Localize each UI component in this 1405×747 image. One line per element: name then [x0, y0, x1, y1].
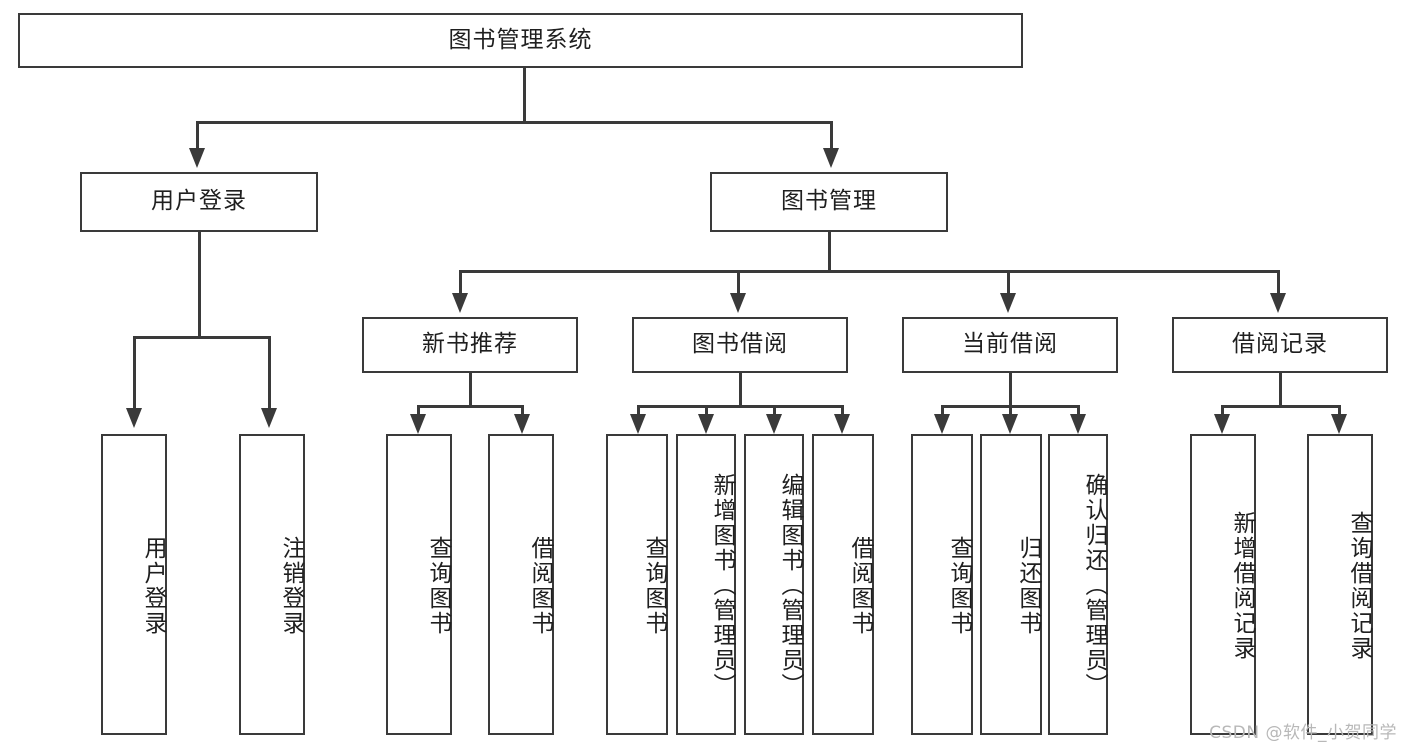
arrow-to-leaf-borrow-book-bb: [834, 414, 850, 434]
arrow-to-book-manage: [823, 148, 839, 168]
leaf-borrow-book[interactable]: 借阅图书: [812, 434, 874, 735]
node-label: 借阅记录: [1232, 331, 1328, 358]
leaf-edit-book-admin[interactable]: 编辑图书（管理员）: [744, 434, 804, 735]
arrow-to-leaf-add-record: [1214, 414, 1230, 434]
edge-root-stem: [523, 68, 526, 121]
edge-br-stem: [1279, 373, 1282, 405]
node-label: 查询借阅记录: [1346, 510, 1372, 661]
leaf-query-book-recommend[interactable]: 查询图书: [386, 434, 452, 735]
edge-cb-stem: [1009, 373, 1012, 405]
node-label: 新增借阅记录: [1229, 510, 1255, 661]
edge-bm-to-book-borrow: [737, 270, 740, 295]
edge-br-to-leaf-2: [1338, 405, 1341, 419]
edge-cb-to-leaf-3: [1077, 405, 1080, 419]
leaf-user-login[interactable]: 用户登录: [101, 434, 167, 735]
edge-root-to-user-login: [196, 121, 199, 150]
edge-book-manage-bus: [459, 270, 1280, 273]
edge-user-login-to-leaf-2: [268, 336, 271, 410]
node-new-book-recommend[interactable]: 新书推荐: [362, 317, 578, 373]
arrow-to-leaf-confirm-return: [1070, 414, 1086, 434]
node-label: 编辑图书（管理员）: [777, 473, 803, 698]
leaf-query-book-current[interactable]: 查询图书: [911, 434, 973, 735]
edge-bm-to-new-book: [459, 270, 462, 295]
node-user-login[interactable]: 用户登录: [80, 172, 318, 232]
node-label: 查询图书: [641, 535, 667, 636]
leaf-borrow-book-recommend[interactable]: 借阅图书: [488, 434, 554, 735]
node-label: 查询图书: [425, 535, 451, 636]
node-root-system[interactable]: 图书管理系统: [18, 13, 1023, 68]
arrow-to-current-borrow: [1000, 293, 1016, 313]
edge-user-login-bus: [133, 336, 270, 339]
arrow-to-leaf-edit-book: [766, 414, 782, 434]
leaf-query-book-borrow[interactable]: 查询图书: [606, 434, 668, 735]
edge-bb-to-leaf-3: [773, 405, 776, 419]
edge-cb-to-leaf-2: [1009, 405, 1012, 419]
edge-bb-to-leaf-1: [637, 405, 640, 419]
leaf-logout[interactable]: 注销登录: [239, 434, 305, 735]
edge-bm-to-borrow-records: [1277, 270, 1280, 295]
edge-bb-bus: [637, 405, 844, 408]
node-book-management[interactable]: 图书管理: [710, 172, 948, 232]
arrow-to-leaf-logout: [261, 408, 277, 428]
node-label: 确认归还（管理员）: [1081, 473, 1107, 698]
arrow-to-leaf-borrow-book-nbr: [514, 414, 530, 434]
node-label: 用户登录: [151, 188, 247, 215]
edge-root-to-book-manage: [830, 121, 833, 150]
node-book-borrow[interactable]: 图书借阅: [632, 317, 848, 373]
edge-nbr-stem: [469, 373, 472, 405]
node-label: 用户登录: [140, 535, 166, 636]
edge-bb-stem: [739, 373, 742, 405]
arrow-to-user-login: [189, 148, 205, 168]
edge-bb-to-leaf-2: [705, 405, 708, 419]
edge-cb-to-leaf-1: [941, 405, 944, 419]
arrow-to-borrow-records: [1270, 293, 1286, 313]
arrow-to-leaf-query-book-cb: [934, 414, 950, 434]
leaf-return-book[interactable]: 归还图书: [980, 434, 1042, 735]
leaf-add-book-admin[interactable]: 新增图书（管理员）: [676, 434, 736, 735]
arrow-to-new-book-recommend: [452, 293, 468, 313]
edge-root-bus: [196, 121, 833, 124]
node-label: 归还图书: [1015, 535, 1041, 636]
node-label: 借阅图书: [847, 535, 873, 636]
edge-bm-to-current-borrow: [1007, 270, 1010, 295]
edge-nbr-bus: [417, 405, 524, 408]
node-label: 图书管理系统: [448, 26, 593, 53]
node-label: 新书推荐: [422, 331, 518, 358]
leaf-query-borrow-record[interactable]: 查询借阅记录: [1307, 434, 1373, 735]
arrow-to-leaf-return-book: [1002, 414, 1018, 434]
edge-nbr-to-leaf-2: [521, 405, 524, 419]
leaf-add-borrow-record[interactable]: 新增借阅记录: [1190, 434, 1256, 735]
arrow-to-book-borrow: [730, 293, 746, 313]
arrow-to-leaf-query-book-bb: [630, 414, 646, 434]
node-label: 图书管理: [781, 188, 877, 215]
node-label: 新增图书（管理员）: [709, 473, 735, 698]
node-label: 查询图书: [946, 535, 972, 636]
node-label: 图书借阅: [692, 331, 788, 358]
edge-book-manage-stem: [828, 232, 831, 270]
edge-br-to-leaf-1: [1221, 405, 1224, 419]
edge-user-login-stem: [198, 232, 201, 336]
node-label: 借阅图书: [527, 535, 553, 636]
node-borrow-records[interactable]: 借阅记录: [1172, 317, 1388, 373]
arrow-to-leaf-query-book-nbr: [410, 414, 426, 434]
arrow-to-leaf-user-login: [126, 408, 142, 428]
edge-bb-to-leaf-4: [841, 405, 844, 419]
node-label: 注销登录: [278, 535, 304, 636]
edge-nbr-to-leaf-1: [417, 405, 420, 419]
node-label: 当前借阅: [962, 331, 1058, 358]
edge-br-bus: [1221, 405, 1340, 408]
edge-user-login-to-leaf-1: [133, 336, 136, 410]
arrow-to-leaf-add-book: [698, 414, 714, 434]
leaf-confirm-return-admin[interactable]: 确认归还（管理员）: [1048, 434, 1108, 735]
arrow-to-leaf-query-record: [1331, 414, 1347, 434]
node-current-borrow[interactable]: 当前借阅: [902, 317, 1118, 373]
